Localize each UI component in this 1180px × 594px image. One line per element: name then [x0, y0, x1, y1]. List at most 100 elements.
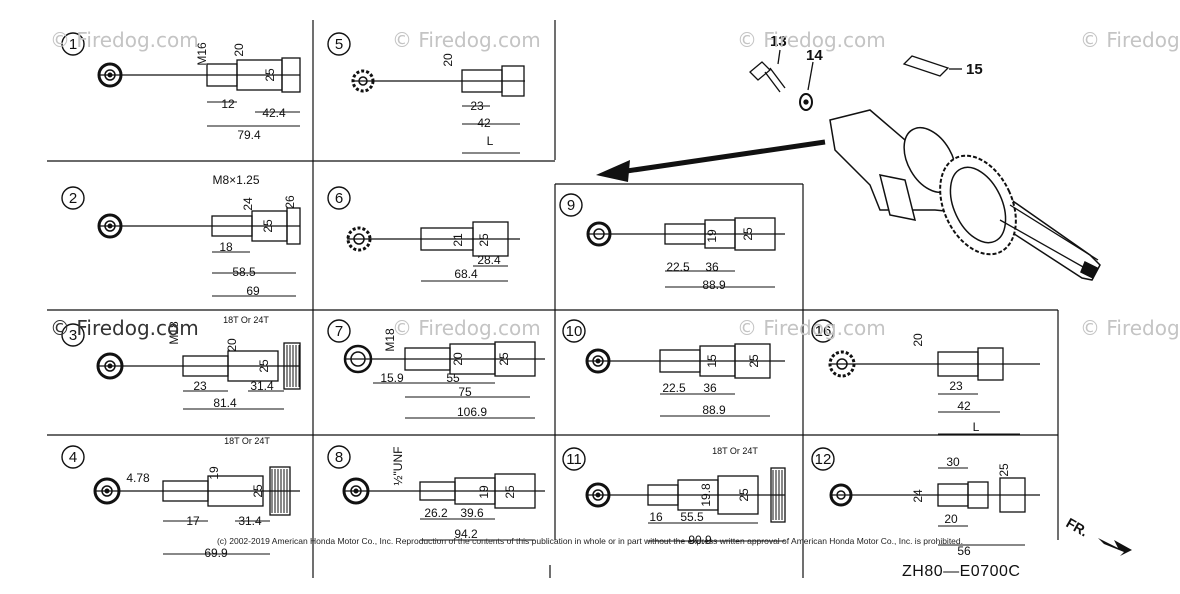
dim-8-3: 26.2: [424, 506, 448, 520]
cell-9-label: 9: [567, 197, 575, 214]
dim-2-1: 24: [241, 197, 255, 211]
end-views: [93, 62, 856, 508]
dimension-labels: M16 20 25 12 42.4 79.4 M8×1.25 24 25 26 …: [126, 42, 1011, 560]
dim-3-3: 25: [257, 359, 271, 373]
copyright-notice: (c) 2002-2019 American Honda Motor Co., …: [216, 536, 964, 546]
dim-2-2: 25: [261, 219, 275, 233]
cell-numbers: [61, 32, 835, 471]
dim-12-4: 56: [957, 544, 971, 558]
fasteners: [749, 49, 962, 111]
cell-4-label: 4: [69, 449, 77, 466]
dim-9-2: 22.5: [666, 260, 690, 274]
dim-9-0: 19: [705, 229, 719, 243]
dim-7-2: 25: [497, 352, 511, 366]
dim-11-3: 16: [649, 510, 663, 524]
dim-11-0: 18T Or 24T: [712, 446, 758, 456]
dim-3-5: 31.4: [250, 379, 274, 393]
dim-12-2: 24: [911, 489, 925, 503]
dim-4-1: 4.78: [126, 471, 150, 485]
front-arrow: [1098, 538, 1132, 556]
part-numbers: 13 14 15: [770, 33, 983, 78]
watermark-2: © Firedog.com: [392, 28, 541, 52]
dim-7-5: 75: [458, 385, 472, 399]
dim-8-2: 25: [503, 485, 517, 499]
cell-12-label: 12: [815, 451, 832, 468]
cell-5-label: 5: [335, 36, 343, 53]
cell-7-label: 7: [335, 323, 343, 340]
cell-2-label: 2: [69, 190, 77, 207]
dim-3-1: M18: [167, 321, 181, 345]
dim-1-2: 25: [263, 68, 277, 82]
dim-6-2: 28.4: [477, 253, 501, 267]
dim-11-4: 55.5: [680, 510, 704, 524]
dim-1-0: M16: [195, 42, 209, 66]
dim-12-0: 30: [946, 455, 960, 469]
watermark-8: © Firedog.com: [50, 316, 199, 340]
dim-5-0: 20: [441, 53, 455, 67]
dim-3-0: 18T Or 24T: [223, 315, 269, 325]
dim-10-3: 36: [703, 381, 717, 395]
dim-7-3: 15.9: [380, 371, 404, 385]
dim-9-1: 25: [741, 227, 755, 241]
cell-1-label: 1: [69, 36, 77, 53]
cell-number-labels: 1 2 3 4 5 6 7 8 9 10 11 12 16: [69, 36, 832, 468]
part-13-label: 13: [770, 33, 787, 50]
dim-1-4: 42.4: [262, 106, 286, 120]
crankshaft-illustration: [829, 109, 1101, 281]
direction-arrow: [596, 139, 826, 182]
dim-5-1: 23: [470, 99, 484, 113]
dim-6-3: 68.4: [454, 267, 478, 281]
dim-11-1: 19.8: [699, 483, 713, 507]
dim-2-3: 26: [283, 195, 297, 209]
dim-16-2: 42: [957, 399, 971, 413]
dim-4-3: 25: [251, 484, 265, 498]
dim-6-1: 25: [477, 233, 491, 247]
dim-7-6: 106.9: [457, 405, 487, 419]
dim-4-5: 31.4: [238, 514, 262, 528]
dim-10-1: 25: [747, 354, 761, 368]
dim-10-0: 15: [705, 354, 719, 368]
watermark-3: © Firedog.com: [737, 28, 886, 52]
gear-hints: [271, 345, 783, 520]
cell-10-label: 10: [566, 323, 583, 340]
dim-11-5: 90.9: [688, 533, 712, 547]
watermark-4: © Firedog.com: [1080, 28, 1180, 52]
part-14-label: 14: [806, 47, 823, 64]
dim-5-3: L: [487, 134, 494, 148]
dim-9-3: 36: [705, 260, 719, 274]
dim-12-3: 20: [944, 512, 958, 526]
dim-16-3: L: [973, 420, 980, 434]
cell-6-label: 6: [335, 190, 343, 207]
dim-5-2: 42: [477, 116, 491, 130]
dim-1-3: 12: [221, 97, 235, 111]
dim-3-6: 81.4: [213, 396, 237, 410]
shaft-profiles: [95, 57, 1040, 523]
dim-7-0: M18: [383, 328, 397, 352]
dim-7-1: 20: [451, 352, 465, 366]
dim-10-2: 22.5: [662, 381, 686, 395]
dim-3-4: 23: [193, 379, 207, 393]
dim-16-0: 20: [911, 333, 925, 347]
dim-2-0: M8×1.25: [212, 173, 259, 187]
dim-4-4: 17: [186, 514, 200, 528]
dim-1-1: 20: [232, 43, 246, 57]
dim-9-4: 88.9: [702, 278, 726, 292]
dim-8-0: ½"UNF: [391, 447, 405, 486]
cell-11-label: 11: [566, 451, 582, 468]
watermark-1: © Firedog.com: [50, 28, 199, 52]
dim-11-2: 25: [737, 488, 751, 502]
watermark-6: © Firedog.com: [737, 316, 886, 340]
dim-8-5: 94.2: [454, 527, 478, 541]
cell-3-label: 3: [69, 327, 77, 344]
dimension-lines: [163, 101, 1025, 555]
watermark-7: © Firedog.com: [1080, 316, 1180, 340]
dim-6-0: 21: [451, 233, 465, 247]
dim-4-6: 69.9: [204, 546, 228, 560]
dim-2-5: 58.5: [232, 265, 256, 279]
dim-10-4: 88.9: [702, 403, 726, 417]
dim-3-2: 20: [225, 338, 239, 352]
cell-8-label: 8: [335, 449, 343, 466]
dim-12-1: 25: [997, 463, 1011, 477]
